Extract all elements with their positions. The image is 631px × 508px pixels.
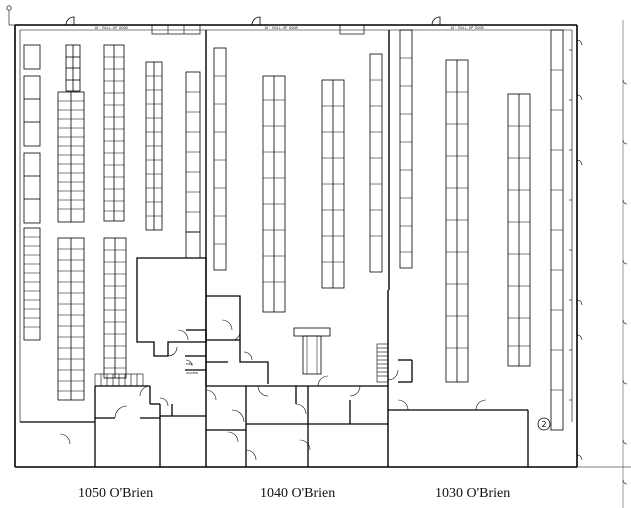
room-label-men: MEN <box>186 362 193 366</box>
marker-circle <box>537 417 551 431</box>
marker-number: 2 <box>541 420 546 429</box>
door-label-3: 10' ROLL-UP DOOR <box>450 26 485 30</box>
door-label-2: 10' ROLL-UP DOOR <box>264 26 299 30</box>
racks-1040 <box>213 47 383 375</box>
building-label-1030: 1030 O'Brien <box>435 486 511 501</box>
building-label-1050: 1050 O'Brien <box>78 486 154 501</box>
room-label-women: WOMEN <box>186 371 198 375</box>
stair-right <box>376 343 389 383</box>
racks-1030 <box>399 29 564 431</box>
door-label-1: 10' ROLL-UP DOOR <box>94 26 129 30</box>
stair-left <box>94 373 144 387</box>
building-label-1040: 1040 O'Brien <box>260 486 336 501</box>
office-core <box>136 257 269 386</box>
racks-1050 <box>23 44 201 401</box>
front-offices <box>20 359 529 467</box>
outer-walls <box>14 24 578 468</box>
